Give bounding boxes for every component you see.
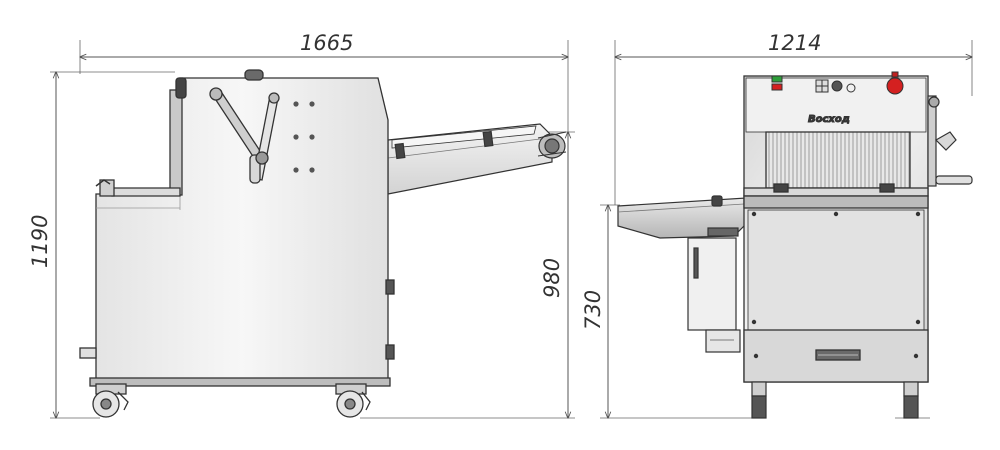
side-length-label: 1665: [300, 31, 353, 55]
red-indicator: [771, 83, 783, 91]
front-view: 1214 730: [581, 31, 972, 418]
side-height-label: 1190: [28, 215, 52, 268]
brand-logo: Восход: [808, 114, 850, 125]
side-caster-left: [92, 383, 129, 418]
conveyor-height-label: 980: [540, 258, 564, 298]
green-indicator: [771, 75, 783, 83]
front-crank-handle: [927, 95, 973, 187]
side-caster-right: [335, 383, 371, 418]
side-bolt-grid: [293, 101, 315, 173]
side-body: [79, 69, 395, 387]
stop-knob[interactable]: [846, 83, 856, 93]
side-view: 1665 1190 980: [28, 31, 575, 418]
table-height-label: 730: [581, 290, 605, 330]
front-leg-left: [751, 381, 767, 419]
side-infeed-conveyor: [387, 123, 567, 195]
start-knob[interactable]: [831, 80, 843, 92]
front-loading-table: [617, 195, 747, 353]
front-control-panel: Восход: [771, 71, 904, 126]
front-width-label: 1214: [768, 31, 821, 55]
emergency-stop-button[interactable]: [886, 77, 904, 95]
side-lever-handle: [209, 87, 280, 184]
front-leg-right: [903, 381, 919, 419]
